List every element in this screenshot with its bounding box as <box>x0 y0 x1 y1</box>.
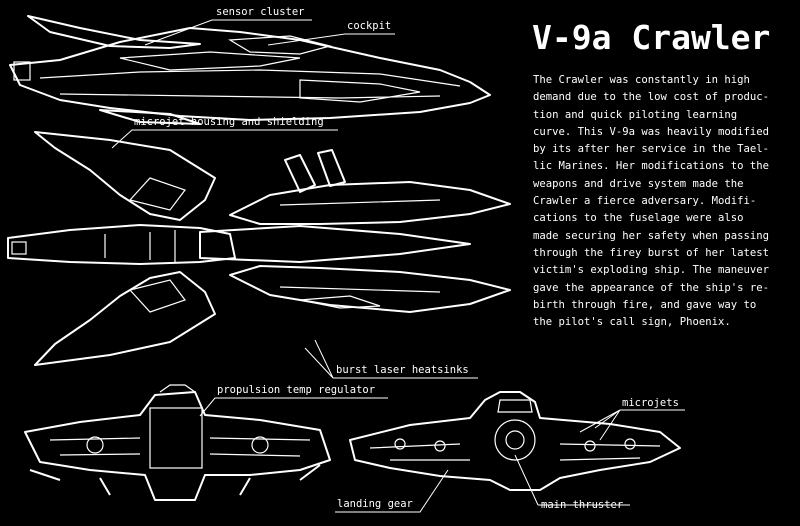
description-line: tion and quick piloting learning <box>533 108 738 121</box>
label-cockpit: cockpit <box>347 20 392 32</box>
label-propulsion-temp-regulator: propulsion temp regulator <box>217 384 376 396</box>
description-line: the pilot's call sign, Phoenix. <box>533 316 731 329</box>
label-microjet-housing: microjet housing and shielding <box>134 116 324 128</box>
top-view-drawing <box>7 131 511 366</box>
description-line: demand due to the low cost of produc- <box>533 91 769 104</box>
description-line: gave the appearance of the ship's re- <box>533 281 769 294</box>
label-main-thruster: main thruster <box>541 499 624 511</box>
description-line: cations to the fuselage were also <box>533 212 744 225</box>
description-line: by its after her service in the Tael- <box>533 143 769 156</box>
front-view-drawing <box>24 384 331 501</box>
ship-description: The Crawler was constantly in high deman… <box>533 72 791 331</box>
label-burst-laser-heatsinks: burst laser heatsinks <box>336 364 469 376</box>
description-line: lic Marines. Her modifications to the <box>533 160 769 173</box>
ship-title: V-9a Crawler <box>532 18 771 57</box>
label-landing-gear: landing gear <box>337 498 413 510</box>
description-line: Crawler a fierce adversary. Modifi- <box>533 195 757 208</box>
description-line: curve. This V-9a was heavily modified <box>533 125 769 138</box>
description-line: victim's exploding ship. The maneuver <box>533 264 769 277</box>
label-sensor-cluster: sensor cluster <box>216 6 305 18</box>
label-microjets: microjets <box>622 397 679 409</box>
description-line: made securing her safety when passing <box>533 229 769 242</box>
side-view-drawing <box>9 15 491 125</box>
description-line: The Crawler was constantly in high <box>533 74 750 86</box>
description-line: weapons and drive system made the <box>533 177 744 190</box>
description-line: birth through fire, and gave way to <box>533 298 757 311</box>
description-line: through the firey burst of her latest <box>533 246 769 259</box>
leader-lines <box>111 19 685 513</box>
rear-view-drawing <box>349 391 681 491</box>
